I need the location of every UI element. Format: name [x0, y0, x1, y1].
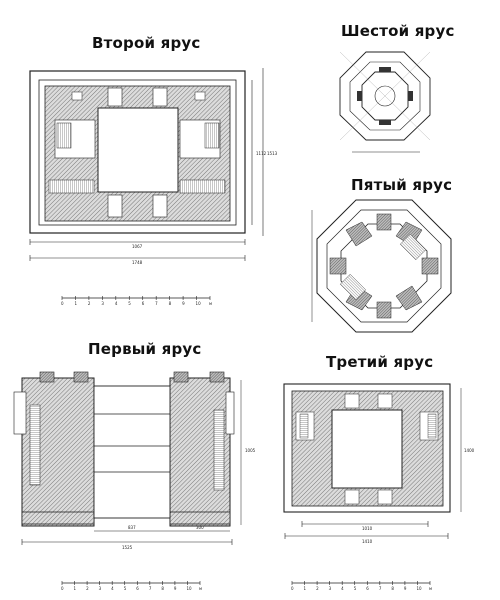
scale-label: 1: [304, 586, 307, 591]
scale-label: м: [199, 586, 202, 591]
scale-label: 6: [142, 301, 145, 306]
scale-bar-top: 0 1 2 3 4 5 6 7 8 9 10 м: [61, 296, 212, 306]
tier3-plan: 1010 1410 1400: [283, 383, 475, 544]
scale-label: 6: [136, 586, 139, 591]
tier1-dim-total-width: 1525: [122, 545, 133, 550]
tier3-dim-height: 1400: [464, 448, 475, 453]
scale-label: 10: [196, 301, 202, 306]
tier1-plan: 837 300 1525 1005: [13, 371, 256, 550]
scale-label: 10: [186, 586, 192, 591]
tier3-dim-inner-width: 1010: [362, 526, 373, 531]
tier2-plan: 1067 1748 1112 1513: [29, 68, 278, 265]
scale-label: 7: [155, 301, 158, 306]
scale-label: 2: [86, 586, 89, 591]
tier5-title: Пятый ярус: [351, 176, 453, 194]
scale-label: 0: [61, 586, 64, 591]
scale-label: 8: [161, 586, 164, 591]
tier1-dim-seg-a: 837: [128, 525, 136, 530]
scale-label: 2: [316, 586, 319, 591]
scale-label: 3: [101, 301, 104, 306]
scale-label: 1: [74, 301, 77, 306]
scale-label: 9: [404, 586, 407, 591]
scale-label: 4: [341, 586, 344, 591]
scale-label: 2: [88, 301, 91, 306]
scale-label: 8: [169, 301, 172, 306]
scale-label: 9: [174, 586, 177, 591]
tier5-plan: [311, 199, 452, 333]
tier1-dim-seg-b: 300: [196, 525, 204, 530]
tier3-dim-total-width: 1410: [362, 539, 373, 544]
scale-label: 8: [391, 586, 394, 591]
tier2-dim-total-width: 1748: [132, 260, 143, 265]
scale-bar-bottom: 0 1 2 3 4 5 6 7 8 9 10 м: [61, 581, 202, 591]
scale-label: 7: [149, 586, 152, 591]
scale-label: 6: [366, 586, 369, 591]
scale-label: 0: [61, 301, 64, 306]
tier6-plan: [339, 51, 431, 153]
tier1-title: Первый ярус: [88, 340, 202, 358]
scale-label: 3: [329, 586, 332, 591]
scale-label: 1: [74, 586, 77, 591]
scale-label: 7: [379, 586, 382, 591]
scale-label: 5: [124, 586, 127, 591]
tier1-dim-height: 1005: [245, 448, 256, 453]
tier3-title: Третий ярус: [326, 353, 434, 371]
tier2-title: Второй ярус: [92, 34, 201, 52]
scale-label: 9: [182, 301, 185, 306]
scale-label: м: [209, 301, 212, 306]
scale-label: м: [429, 586, 432, 591]
tier2-dim-total-height: 1513: [267, 151, 278, 156]
scale-bar-right: 0 1 2 3 4 5 6 7 8 9 10 м: [291, 581, 432, 591]
scale-label: 4: [115, 301, 118, 306]
scale-label: 0: [291, 586, 294, 591]
scale-label: 10: [416, 586, 422, 591]
tier6-title: Шестой ярус: [341, 22, 455, 40]
scale-label: 5: [354, 586, 357, 591]
scale-label: 5: [128, 301, 131, 306]
scale-label: 3: [99, 586, 102, 591]
tier2-dim-inner-height: 1112: [256, 151, 267, 156]
tier2-dim-inner-width: 1067: [132, 244, 143, 249]
scale-label: 4: [111, 586, 114, 591]
